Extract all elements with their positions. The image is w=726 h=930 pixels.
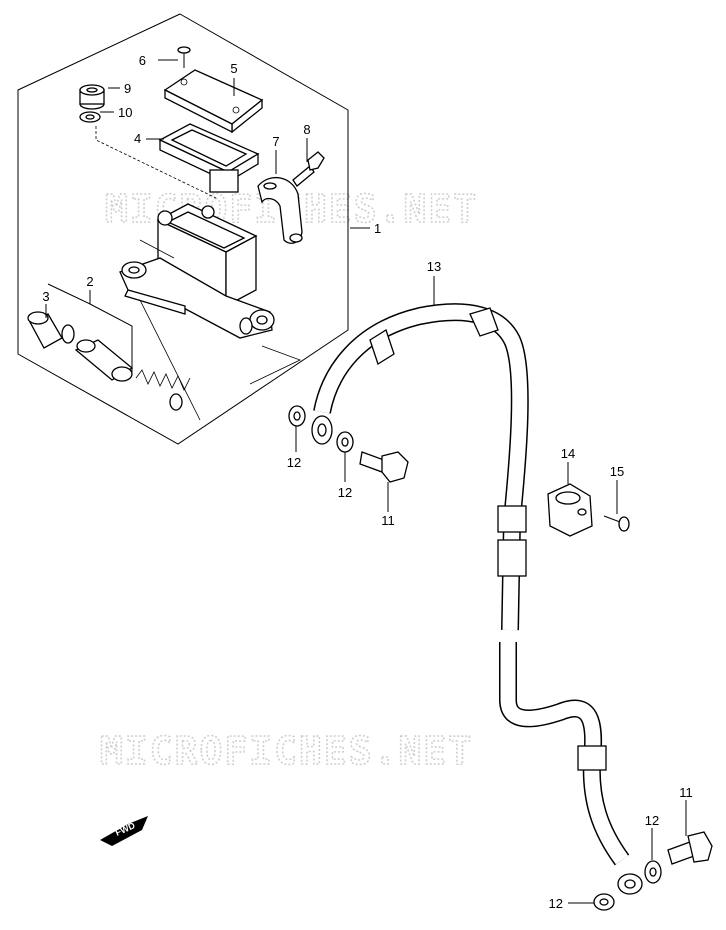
watermark-bottom: MICROFICHES.NET [100,729,473,773]
part-2-piston-kit [74,339,191,411]
callout-10: 10 [118,105,132,120]
part-12-washer-a [288,405,306,427]
part-5-reservoir-cap [163,69,264,134]
assembly-outline [17,13,349,445]
leader-lines [45,59,687,904]
callout-1: 1 [374,221,381,236]
callout-12-d: 12 [645,813,659,828]
part-12-washer-c [593,893,615,911]
callout-14: 14 [561,446,575,461]
callout-11-b: 11 [679,785,693,800]
callout-11-a: 11 [381,513,395,528]
part-14-guide [547,483,593,537]
part-7-clamp [257,176,303,244]
part-1-master-cylinder [119,203,275,339]
callout-7: 7 [272,134,279,149]
part-11-union-bolt-a [359,451,409,483]
part-10-washer [79,111,101,123]
callout-12-b: 12 [338,485,352,500]
callout-6: 6 [139,53,146,68]
callout-8: 8 [303,122,310,137]
callout-4: 4 [134,131,141,146]
callout-12-a: 12 [287,455,301,470]
part-4-plate [158,123,260,193]
callout-12-c: 12 [549,896,563,911]
fwd-arrow-icon: FWD [100,816,148,846]
part-9-rubber-cap [79,84,105,110]
part-12-washer-d [644,860,662,884]
callout-13: 13 [427,259,441,274]
part-15-screw [603,515,630,532]
part-3-boot [27,311,75,349]
callout-2: 2 [86,274,93,289]
part-11-union-bolt-b [667,831,713,865]
part-12-washer-b [336,431,354,453]
callout-3: 3 [42,289,49,304]
callout-5: 5 [230,61,237,76]
part-6-screw [177,46,191,68]
part-13-brake-hose [311,303,643,895]
callout-15: 15 [610,464,624,479]
part-8-clamp-bolt [292,151,325,187]
callout-9: 9 [124,81,131,96]
